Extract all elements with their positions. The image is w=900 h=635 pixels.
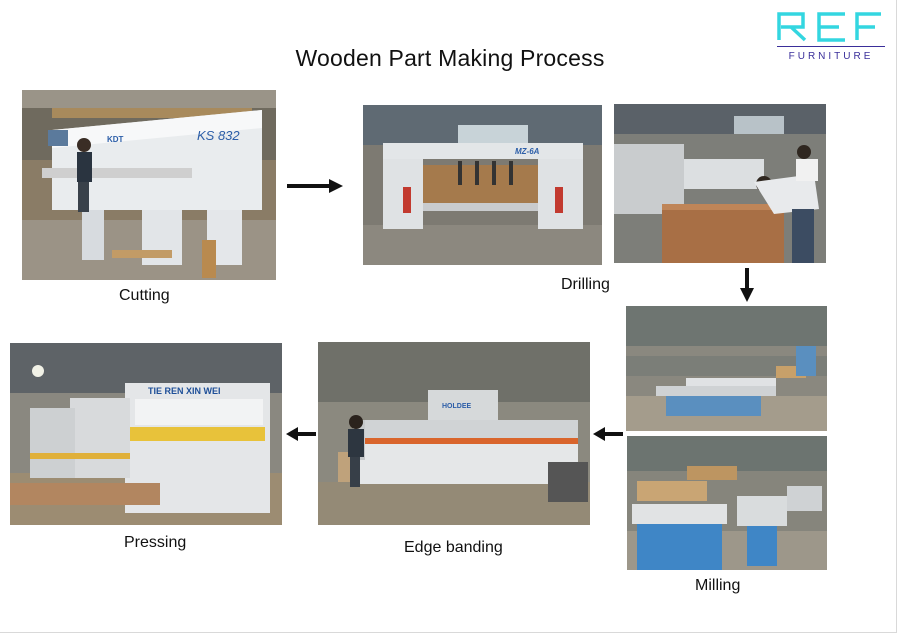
drilling-photo-machine: MZ-6A <box>363 105 602 265</box>
milling-photo-saw <box>626 306 827 431</box>
ref-furniture-logo: FURNITURE <box>775 10 887 70</box>
step-label-drilling: Drilling <box>561 276 610 293</box>
step-label-cutting: Cutting <box>119 287 170 304</box>
pressing-machine-brand: TIE REN XIN WEI <box>148 386 221 396</box>
arrow-right-icon <box>287 179 343 193</box>
edge-machine-brand: HOLDEE <box>442 403 472 410</box>
arrow-left-icon <box>286 427 316 441</box>
cutting-photo: KS 832 KDT <box>22 90 276 280</box>
edge-banding-photo: HOLDEE <box>318 342 590 525</box>
drilling-photo-workers <box>614 104 826 263</box>
logo-divider <box>777 46 885 47</box>
ref-logo-mark <box>777 12 881 42</box>
arrow-down-icon <box>740 268 754 302</box>
pressing-photo: TIE REN XIN WEI <box>10 343 282 525</box>
cutting-machine-brand: KS 832 <box>197 128 240 143</box>
arrow-left-icon <box>593 427 623 441</box>
milling-photo-shaper <box>627 436 827 570</box>
drilling-machine-model: MZ-6A <box>515 147 540 156</box>
step-label-pressing: Pressing <box>124 534 187 551</box>
logo-subtitle: FURNITURE <box>788 51 874 62</box>
cutting-machine-maker: KDT <box>107 135 124 144</box>
step-label-edge-banding: Edge banding <box>404 539 503 556</box>
page-title: Wooden Part Making Process <box>295 45 605 71</box>
step-label-milling: Milling <box>695 577 741 594</box>
